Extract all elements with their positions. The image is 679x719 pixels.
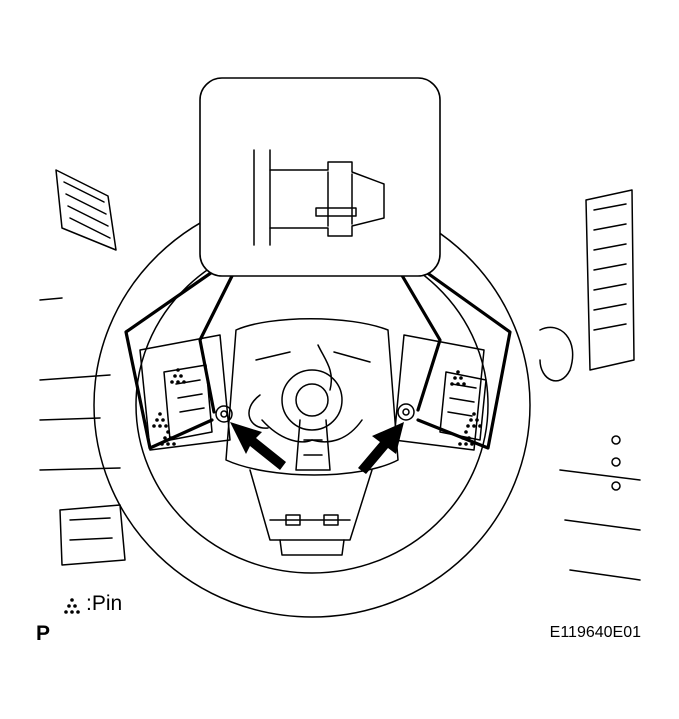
- legend-label: :Pin: [86, 592, 123, 615]
- left-air-vent: [39, 169, 126, 566]
- pin-detail-callout: [199, 77, 441, 277]
- right-arrow: [358, 422, 404, 474]
- legend-pin-icon: [64, 598, 80, 614]
- pin-legend: :Pin: [60, 592, 122, 616]
- view-letter: P: [36, 622, 51, 645]
- pin-locations: [215, 403, 415, 423]
- left-switch-bezel: [163, 364, 213, 441]
- left-arrow: [230, 422, 286, 470]
- right-air-vent: [539, 189, 641, 581]
- callout-leader-lines: [124, 260, 512, 450]
- steering-wheel-hub: [139, 318, 485, 556]
- figure-code: E119640E01: [549, 624, 641, 641]
- right-switch-bezel: [439, 371, 487, 441]
